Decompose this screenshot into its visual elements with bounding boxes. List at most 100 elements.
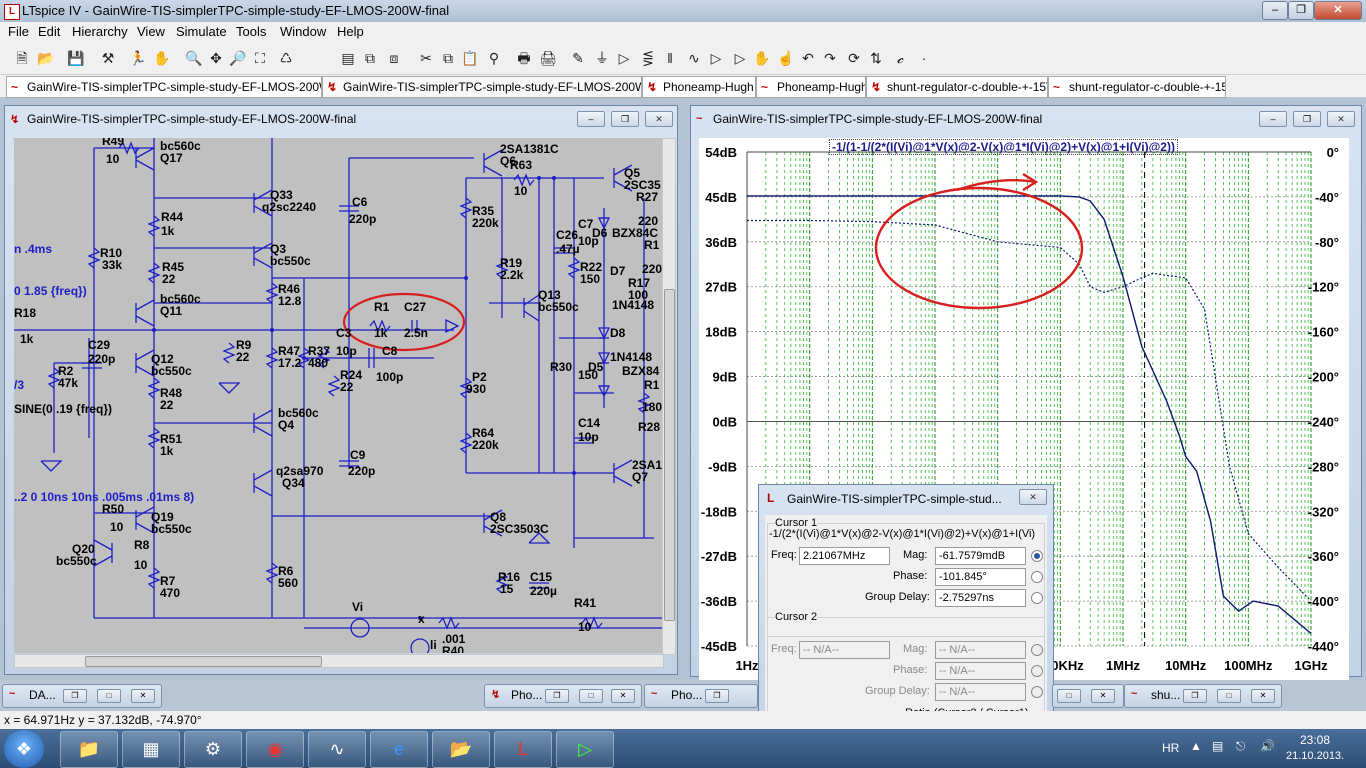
halt-icon[interactable]: ✋: [153, 50, 171, 66]
text-icon[interactable]: 𝓬: [896, 50, 904, 66]
media-center-icon[interactable]: ▦: [122, 731, 180, 768]
close-all-icon[interactable]: ⧈: [389, 50, 399, 66]
spice-directive-icon[interactable]: ·: [921, 50, 927, 66]
ltspice-icon[interactable]: L: [494, 731, 552, 768]
draw-wire-icon[interactable]: ✎: [572, 50, 584, 66]
menu-file[interactable]: File: [8, 24, 29, 39]
minimized-restore-button[interactable]: ❐: [63, 689, 87, 703]
show-hidden-icons-icon[interactable]: ▲: [1190, 739, 1202, 753]
tile-horizontal-icon[interactable]: ▤: [341, 50, 355, 66]
minimized-maximize-button[interactable]: □: [1217, 689, 1241, 703]
schematic-canvas[interactable]: R49 10 bc560c Q17 Q33 q2sc2240 C6 220p 2…: [14, 138, 662, 653]
print-setup-icon[interactable]: 🖶: [517, 50, 531, 66]
cut-icon[interactable]: ✂: [420, 50, 432, 66]
control-panel-icon[interactable]: ⚒: [101, 50, 115, 66]
inductor-icon[interactable]: ∿: [688, 50, 700, 66]
label-net-icon[interactable]: ▷: [618, 50, 630, 66]
file-explorer-icon[interactable]: 📁: [60, 731, 118, 768]
autorange-icon[interactable]: ♺: [279, 50, 293, 66]
find-icon[interactable]: ⚲: [488, 50, 500, 66]
folder-icon[interactable]: 📂: [432, 731, 490, 768]
oscilloscope-icon[interactable]: ∿: [308, 731, 366, 768]
minimized-maximize-button[interactable]: □: [579, 689, 603, 703]
menu-hierarchy[interactable]: Hierarchy: [72, 24, 128, 39]
waveform-minimize-button[interactable]: –: [1259, 111, 1287, 127]
minimized-restore-button[interactable]: ❐: [705, 689, 729, 703]
tab-phoneamp-2[interactable]: ~Phoneamp-Hugh: [756, 76, 866, 98]
minimized-maximize-button[interactable]: □: [1057, 689, 1081, 703]
ground-icon[interactable]: ⏚: [595, 50, 609, 66]
schematic-minimize-button[interactable]: –: [577, 111, 605, 127]
menu-edit[interactable]: Edit: [38, 24, 61, 39]
opera-icon[interactable]: ◉: [246, 731, 304, 768]
clock-time[interactable]: 23:08: [1300, 733, 1331, 747]
minimized-close-button[interactable]: ✕: [1091, 689, 1115, 703]
tab-shunt-2[interactable]: ~shunt-regulator-c-double-+-15V: [1048, 76, 1226, 98]
mag-field[interactable]: -61.7579mdB: [935, 547, 1026, 565]
schematic-close-button[interactable]: ✕: [645, 111, 673, 127]
resistor-icon[interactable]: ⋚: [642, 50, 654, 66]
waveform-close-button[interactable]: ✕: [1327, 111, 1355, 127]
copy-icon[interactable]: ⧉: [443, 50, 453, 66]
minimized-window-da[interactable]: ~ DA... ❐ □ ✕: [2, 684, 162, 708]
power-icon[interactable]: ⎋: [1236, 739, 1246, 753]
control-icon[interactable]: ⚙: [184, 731, 242, 768]
menu-simulate[interactable]: Simulate: [176, 24, 227, 39]
terminal-icon[interactable]: ▷: [556, 731, 614, 768]
vertical-scroll-thumb[interactable]: [664, 289, 675, 621]
drag-icon[interactable]: ☝: [777, 50, 795, 66]
horizontal-scroll-thumb[interactable]: [85, 656, 322, 667]
freq-field[interactable]: 2.21067MHz: [799, 547, 890, 565]
volume-icon[interactable]: 🔊: [1260, 739, 1275, 753]
tab-schematic-2[interactable]: ↯GainWire-TIS-simplerTPC-simple-study-EF…: [322, 76, 642, 98]
menu-window[interactable]: Window: [280, 24, 327, 39]
pan-icon[interactable]: ✥: [210, 50, 222, 66]
redo-icon[interactable]: ↷: [824, 50, 836, 66]
group-delay-field[interactable]: -2.75297ns: [935, 589, 1026, 607]
component-icon[interactable]: ▷: [734, 50, 746, 66]
waveform-restore-button[interactable]: ❐: [1293, 111, 1321, 127]
network-icon[interactable]: ▤: [1212, 739, 1224, 753]
close-button[interactable]: ✕: [1314, 1, 1362, 20]
tab-phoneamp-1[interactable]: ↯Phoneamp-Hugh: [642, 76, 756, 98]
cursor-dialog-close-button[interactable]: ✕: [1019, 489, 1047, 505]
rotate-icon[interactable]: ⟳: [848, 50, 860, 66]
new-schematic-icon[interactable]: 🗎: [16, 50, 28, 66]
schematic-restore-button[interactable]: ❐: [611, 111, 639, 127]
minimized-restore-button[interactable]: ❐: [1183, 689, 1207, 703]
minimized-window-pho-1[interactable]: ↯ Pho... ❐ □ ✕: [484, 684, 642, 708]
mirror-icon[interactable]: ⇅: [870, 50, 882, 66]
paste-icon[interactable]: 📋: [461, 50, 479, 66]
diode-icon[interactable]: ▷: [710, 50, 722, 66]
start-button[interactable]: ❖: [4, 730, 44, 768]
zoom-out-icon[interactable]: 🔎: [229, 50, 247, 66]
phase-radio[interactable]: [1031, 571, 1043, 583]
minimized-close-button[interactable]: ✕: [131, 689, 155, 703]
save-icon[interactable]: 💾: [67, 50, 85, 66]
minimized-close-button[interactable]: ✕: [611, 689, 635, 703]
print-icon[interactable]: 🖨: [539, 50, 557, 66]
move-icon[interactable]: ✋: [753, 50, 771, 66]
menu-help[interactable]: Help: [337, 24, 364, 39]
undo-icon[interactable]: ↶: [802, 50, 814, 66]
minimized-window-pho-2[interactable]: ~ Pho... ❐: [644, 684, 758, 708]
menu-view[interactable]: View: [137, 24, 165, 39]
zoom-fit-icon[interactable]: ⛶: [255, 50, 265, 66]
minimized-window-shu[interactable]: ~ shu... ❐ □ ✕: [1124, 684, 1282, 708]
minimized-window-4[interactable]: □ ✕: [1052, 684, 1124, 708]
cascade-icon[interactable]: ⧉: [365, 50, 375, 66]
minimized-restore-button[interactable]: ❐: [545, 689, 569, 703]
schematic-horizontal-scrollbar[interactable]: [14, 654, 664, 668]
minimized-maximize-button[interactable]: □: [97, 689, 121, 703]
menu-tools[interactable]: Tools: [236, 24, 267, 39]
capacitor-icon[interactable]: ‖: [667, 50, 673, 66]
schematic-vertical-scrollbar[interactable]: [662, 138, 676, 655]
language-indicator[interactable]: HR: [1162, 741, 1180, 755]
internet-explorer-icon[interactable]: e: [370, 731, 428, 768]
restore-button[interactable]: ❐: [1288, 1, 1314, 20]
minimized-close-button[interactable]: ✕: [1251, 689, 1275, 703]
tab-schematic-1[interactable]: ~GainWire-TIS-simplerTPC-simple-study-EF…: [6, 76, 322, 98]
mag-radio[interactable]: [1031, 550, 1043, 562]
tab-shunt-1[interactable]: ↯shunt-regulator-c-double-+-15V: [866, 76, 1048, 98]
trace-expression-label[interactable]: -1/(1-1/(2*(I(Vi)@1*V(x)@2-V(x)@1*I(Vi)@…: [829, 139, 1178, 155]
